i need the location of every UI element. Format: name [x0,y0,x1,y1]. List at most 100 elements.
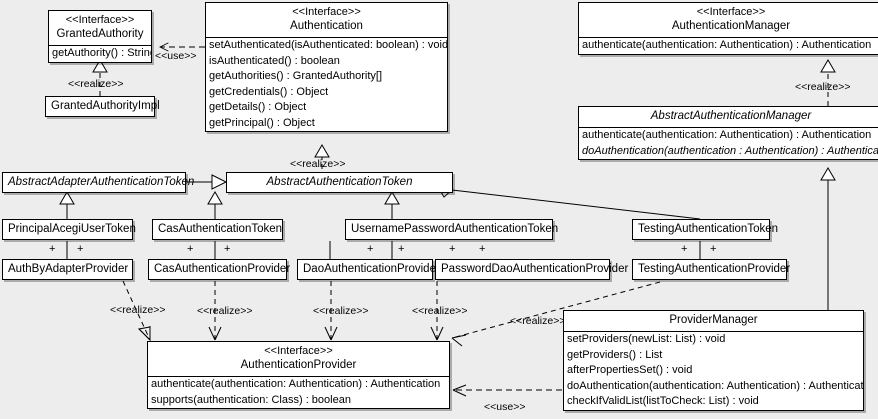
class-authentication-manager[interactable]: <<Interface>> AuthenticationManager auth… [578,2,878,55]
class-provider-manager[interactable]: ProviderManager setProviders(newList: Li… [563,310,864,411]
class-name: AbstractAuthenticationManager [650,110,812,122]
stereotype-interface: <<Interface>> [264,345,333,357]
class-members: authenticate(authentication: Authenticat… [148,377,449,408]
multiplicity-marker: + [398,243,405,255]
class-username-password-authentication-token[interactable]: UsernamePasswordAuthenticationToken [345,219,559,240]
class-header: AbstractAuthenticationToken [227,173,452,192]
member: doAuthentication(authentication : Authen… [582,144,878,157]
member: getCredentials() : Object [209,85,329,98]
class-abstract-authentication-manager[interactable]: AbstractAuthenticationManager authentica… [578,106,878,160]
class-name: GrantedAuthority [56,28,144,40]
class-name: AuthenticationProvider [240,359,357,371]
member: getProviders() : List [567,348,663,361]
member: getDetails() : Object [209,101,307,113]
class-members: setProviders(newList: List) : void getPr… [564,332,863,410]
class-header: PasswordDaoAuthenticationProvider [436,260,629,279]
class-header: CasAuthenticationToken [153,220,282,239]
member: authenticate(authentication: Authenticat… [151,378,441,390]
class-header: ProviderManager [564,311,863,332]
class-password-dao-authentication-provider[interactable]: PasswordDaoAuthenticationProvider [435,259,629,280]
class-dao-authentication-provider[interactable]: DaoAuthenticationProvider [297,259,440,280]
class-name: AbstractAuthenticationToken [266,176,413,188]
multiplicity-marker: + [49,243,56,255]
class-header: <<Interface>> Authentication [206,3,447,38]
class-name: CasAuthenticationToken [158,223,283,235]
class-header: TestingAuthenticationProvider [633,260,791,279]
class-granted-authority[interactable]: <<Interface>> GrantedAuthority getAuthor… [48,10,152,63]
class-granted-authority-impl[interactable]: GrantedAuthorityImpl [45,96,160,117]
class-members: setAuthenticated(isAuthenticated: boolea… [206,38,447,131]
multiplicity-marker: + [224,243,231,255]
edge-label-realize-abstract-authentication-token: <<realize>> [290,158,346,170]
class-name: CasAuthenticationProvider [154,263,291,275]
class-name: GrantedAuthorityImpl [51,100,160,112]
class-name: PrincipalAcegiUserToken [8,223,136,235]
member: supports(authentication: Class) : boolea… [151,393,351,406]
member: setAuthenticated(isAuthenticated: boolea… [209,39,447,51]
class-name: PasswordDaoAuthenticationProvider [441,263,629,275]
class-name: TestingAuthenticationProvider [638,263,791,275]
class-header: TestingAuthenticationToken [633,220,778,239]
edge-label-use-granted-authority: <<use>> [155,50,197,62]
class-header: DaoAuthenticationProvider [298,260,440,279]
member: doAuthentication(authentication: Authent… [567,379,863,392]
edge-label-realize-granted-authority-impl: <<realize>> [68,78,124,90]
edge-label-realize-auth-by-adapter: <<realize>> [110,304,166,316]
edge-label-realize-dao-provider: <<realize>> [313,305,369,317]
class-header: AbstractAdapterAuthenticationToken [3,173,195,192]
multiplicity-marker: + [449,243,456,255]
class-header: <<Interface>> AuthenticationManager [579,3,878,38]
member: getPrincipal() : Object [209,116,315,129]
multiplicity-marker: + [367,243,374,255]
multiplicity-marker: + [77,243,84,255]
edge-label-realize-provider-manager: <<realize>> [510,315,566,327]
class-auth-by-adapter-provider[interactable]: AuthByAdapterProvider [2,259,133,280]
edge-label-use-provider-manager: <<use>> [484,401,526,413]
stereotype-interface: <<Interface>> [696,6,766,18]
class-header: CasAuthenticationProvider [149,260,291,279]
class-cas-authentication-provider[interactable]: CasAuthenticationProvider [148,259,291,280]
class-header: <<Interface>> AuthenticationProvider [148,342,449,377]
class-testing-authentication-provider[interactable]: TestingAuthenticationProvider [632,259,791,280]
stereotype-interface: <<Interface>> [65,14,135,26]
class-header: AuthByAdapterProvider [3,260,132,279]
class-abstract-authentication-token[interactable]: AbstractAuthenticationToken [226,172,453,193]
class-header: <<Interface>> GrantedAuthority [49,11,151,46]
member: setProviders(newList: List) : void [567,333,726,345]
class-authentication[interactable]: <<Interface>> Authentication setAuthenti… [205,2,448,132]
multiplicity-marker: + [479,243,486,255]
class-principal-acegi-user-token[interactable]: PrincipalAcegiUserToken [2,219,136,240]
member: checkIfValidList(listToCheck: List) : vo… [567,395,759,407]
member: authenticate(authentication: Authenticat… [582,129,872,141]
class-members: authenticate(authentication: Authenticat… [579,128,878,159]
class-name: ProviderManager [669,314,758,326]
class-header: PrincipalAcegiUserToken [3,220,136,239]
class-members: authenticate(authentication: Authenticat… [579,38,878,54]
multiplicity-marker: + [187,243,194,255]
class-testing-authentication-token[interactable]: TestingAuthenticationToken [632,219,778,240]
class-abstract-adapter-authentication-token[interactable]: AbstractAdapterAuthenticationToken [2,172,195,193]
class-header: GrantedAuthorityImpl [46,97,160,116]
class-name: AuthByAdapterProvider [8,263,129,275]
class-name: UsernamePasswordAuthenticationToken [351,223,559,235]
member: isAuthenticated() : boolean [209,54,340,67]
class-cas-authentication-token[interactable]: CasAuthenticationToken [152,219,283,240]
member: getAuthority() : String [52,47,151,59]
multiplicity-marker: + [710,243,717,255]
member: authenticate(authentication: Authenticat… [582,39,872,51]
class-authentication-provider[interactable]: <<Interface>> AuthenticationProvider aut… [147,341,450,409]
member: getAuthorities() : GrantedAuthority[] [209,70,383,82]
multiplicity-marker: + [681,243,688,255]
edge-label-realize-authentication-manager: <<realize>> [795,81,851,93]
class-name: AbstractAdapterAuthenticationToken [8,176,195,188]
edge-label-realize-cas-provider: <<realize>> [197,305,253,317]
class-name: Authentication [290,20,363,32]
class-members: getAuthority() : String [49,46,151,62]
class-name: DaoAuthenticationProvider [303,263,440,275]
edge-label-realize-password-dao-provider: <<realize>> [412,305,468,317]
stereotype-interface: <<Interface>> [292,6,361,18]
class-name: AuthenticationManager [671,20,791,32]
class-header: UsernamePasswordAuthenticationToken [346,220,559,239]
class-header: AbstractAuthenticationManager [579,107,878,128]
